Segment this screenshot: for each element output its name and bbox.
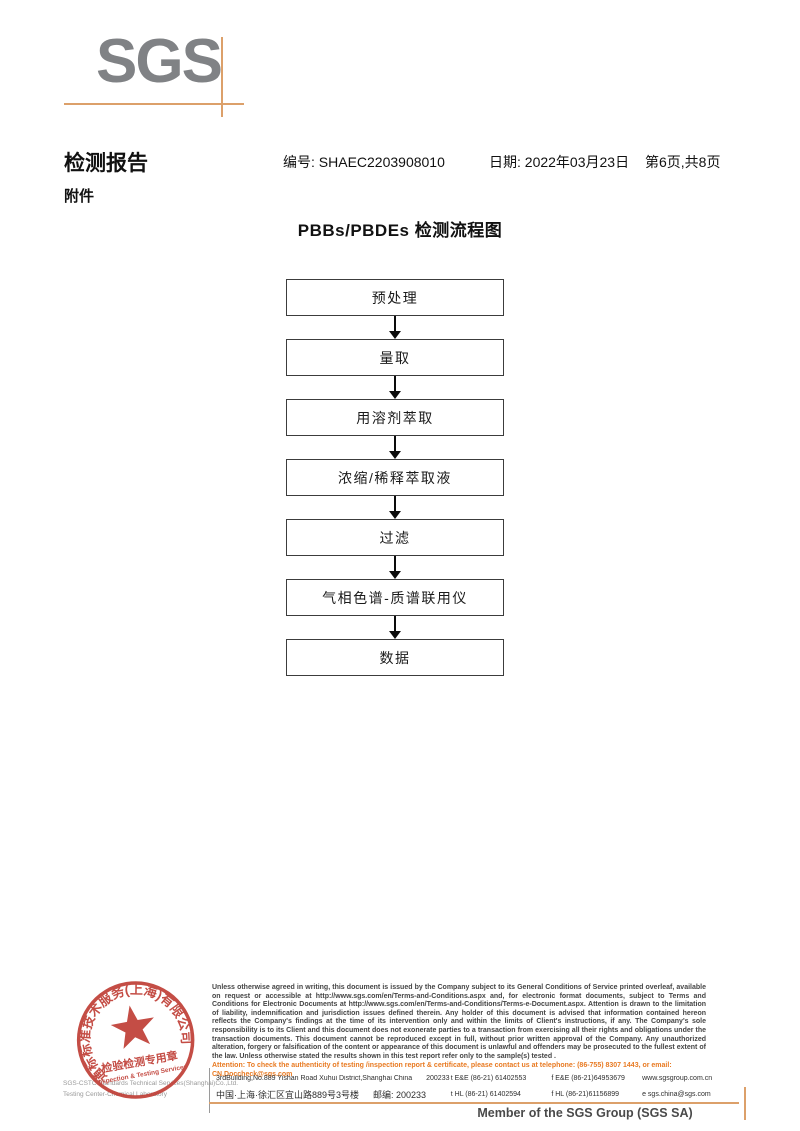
flow-step-pretreatment: 预处理 (286, 279, 504, 316)
stamp-star-icon (110, 1005, 154, 1049)
down-arrow-icon (389, 556, 401, 579)
down-arrow-icon (389, 616, 401, 639)
flowchart: 预处理 量取 用溶剂萃取 浓缩/稀释萃取液 过滤 气相色谱-质谱联用仪 数据 (286, 279, 504, 676)
sgs-member-text: Member of the SGS Group (SGS SA) (477, 1106, 693, 1120)
fax-hl: f HL (86-21)61156899 (551, 1090, 620, 1098)
phone-ee: t E&E (86-21) 61402553 (450, 1074, 527, 1082)
phone-hl: t HL (86-21) 61402594 (450, 1090, 521, 1098)
footer-rule (209, 1102, 739, 1104)
flowchart-title: PBBs/PBDEs 检测流程图 (297, 221, 503, 240)
report-date: 日期: 2022年03月23日 (489, 154, 630, 170)
flow-step-data: 数据 (286, 639, 504, 676)
flow-step-gcms: 气相色谱-质谱联用仪 (286, 579, 504, 616)
report-title: 检测报告 (64, 152, 148, 175)
attachment-label: 附件 (64, 188, 95, 205)
postcode-en: 200233 (426, 1074, 450, 1082)
sgs-logo: SGS (96, 27, 223, 96)
company-stamp: 通标标准技术服务(上海)有限公司 检验检测专用章 Inspection & Te… (68, 972, 200, 1099)
report-number: 编号: SHAEC2203908010 (283, 154, 445, 170)
down-arrow-icon (389, 496, 401, 519)
address-block: 3rdBuilding,No.889 Yishan Road Xuhui Dis… (216, 1070, 721, 1102)
attention-notice: Attention: To check the authenticity of … (212, 1062, 672, 1078)
fax-ee: f E&E (86-21)64953679 (551, 1074, 625, 1082)
flow-step-concentrate-dilute: 浓缩/稀释萃取液 (286, 459, 504, 496)
page-indicator: 第6页,共8页 (645, 154, 721, 170)
stamp-ring (76, 981, 195, 1099)
logo-underline (64, 103, 244, 105)
flow-step-solvent-extraction: 用溶剂萃取 (286, 399, 504, 436)
flow-step-measure: 量取 (286, 339, 504, 376)
footer-crosshair-vertical (744, 1087, 746, 1120)
logo-crosshair-vertical (221, 37, 223, 117)
address-row-en: 3rdBuilding,No.889 Yishan Road Xuhui Dis… (216, 1070, 721, 1086)
flow-step-filter: 过滤 (286, 519, 504, 556)
legal-disclaimer: Unless otherwise agreed in writing, this… (212, 984, 706, 1060)
down-arrow-icon (389, 316, 401, 339)
down-arrow-icon (389, 376, 401, 399)
address-cn: 中国·上海·徐汇区宜山路889号3号楼 (216, 1089, 360, 1100)
email: e sgs.china@sgs.com (642, 1090, 711, 1098)
postcode-cn: 邮编: 200233 (373, 1089, 427, 1100)
down-arrow-icon (389, 436, 401, 459)
company-name-en: SGS-CSTC Standards Technical Services(Sh… (63, 1080, 239, 1087)
website: www.sgsgroup.com.cn (642, 1074, 713, 1082)
address-divider (209, 1068, 210, 1113)
address-en: 3rdBuilding,No.889 Yishan Road Xuhui Dis… (216, 1074, 413, 1082)
address-row-cn: 中国·上海·徐汇区宜山路889号3号楼 邮编: 200233 t HL (86-2… (216, 1086, 721, 1102)
